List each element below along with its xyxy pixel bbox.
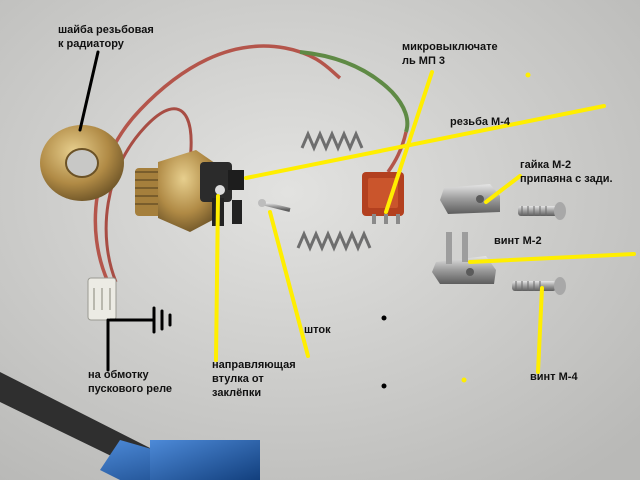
- label-thread: резьба М-4: [450, 116, 510, 128]
- wire-red: [93, 44, 342, 283]
- label-screw-m4: винт М-4: [530, 371, 578, 383]
- black-dot-1: [381, 315, 387, 321]
- black-dot-2: [381, 383, 387, 389]
- wire-green: [299, 50, 410, 133]
- pointers-yellow: [214, 70, 636, 374]
- screwdriver: [0, 372, 260, 480]
- rod: [258, 199, 291, 212]
- label-washer: шайба резьбовая к радиатору: [58, 24, 154, 50]
- ground-icon: [108, 306, 172, 334]
- label-microswitch: микровыключате ль МП 3: [402, 41, 498, 67]
- label-nut: гайка М-2 припаяна с зади.: [520, 159, 613, 185]
- yellow-dot-bottom: [461, 377, 467, 383]
- spring-top: [300, 130, 364, 152]
- wire-red-3: [386, 131, 408, 174]
- pointers-black: [78, 50, 110, 372]
- screw-bottom: [512, 277, 566, 295]
- bracket-nut: [440, 184, 500, 214]
- spring-bottom: [296, 230, 372, 252]
- screw-top: [518, 202, 566, 220]
- wire-connector: [87, 277, 117, 321]
- label-coil: на обмотку пускового реле: [88, 369, 173, 395]
- yellow-dot-top: [525, 72, 531, 78]
- label-rod: шток: [304, 324, 331, 336]
- sensor-body: [135, 150, 244, 232]
- wire-red-2: [104, 107, 193, 283]
- label-screw-m2: винт М-2: [494, 235, 542, 247]
- brass-washer: [40, 125, 124, 201]
- label-bushing: направляющая втулка от заклёпки: [212, 359, 296, 399]
